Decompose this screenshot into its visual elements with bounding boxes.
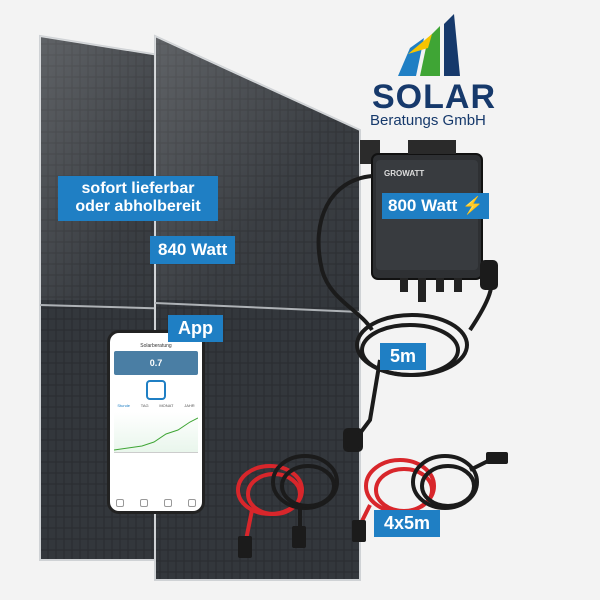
cable-length-badge: 5m: [380, 343, 427, 370]
availability-line-1: sofort lieferbar: [81, 180, 195, 197]
ac-cable-coil: [316, 174, 498, 452]
phone-energy-graph: [113, 412, 199, 453]
phone-period-tabs: Stunde TAG MONAT JAHR: [112, 403, 200, 408]
nav-device-icon: [140, 499, 148, 507]
phone-bottom-nav: [116, 499, 196, 507]
logo-wordmark: SOLAR: [372, 78, 496, 116]
inverter-icon: [146, 380, 166, 400]
phone-app-title: Solarberatung: [140, 343, 172, 349]
panel-power-badge: 840 Watt: [150, 236, 236, 264]
company-logo: [398, 14, 460, 76]
inverter-power-badge: 800 Watt ⚡: [382, 193, 490, 219]
phone-tab: MONAT: [159, 403, 174, 408]
phone-house-image: 0.7: [114, 351, 198, 375]
availability-line-2: oder abholbereit: [75, 198, 201, 216]
inverter-brand: GROWATT: [384, 169, 424, 178]
app-badge: App: [168, 315, 223, 342]
availability-badge: sofort lieferbar oder abholbereit: [58, 176, 218, 221]
phone-app-screenshot: Solarberatung 0.7 Stunde TAG MONAT JAHR: [107, 330, 205, 514]
solar-panel-right: [154, 34, 361, 581]
micro-inverter: GROWATT: [360, 140, 483, 302]
phone-tab: TAG: [140, 403, 149, 408]
extension-cable-badge: 4x5m: [374, 510, 441, 537]
lightning-icon: ⚡: [462, 196, 484, 215]
nav-home-icon: [116, 499, 124, 507]
phone-tab: Stunde: [117, 403, 131, 408]
graph-line-icon: [113, 417, 199, 451]
inverter-power-label: 800 Watt: [388, 196, 458, 215]
phone-tab: JAHR: [184, 403, 195, 408]
logo-subtitle: Beratungs GmbH: [370, 112, 486, 129]
phone-power-value: 0.7: [149, 358, 163, 368]
nav-stats-icon: [164, 499, 172, 507]
extension-cables-left: [236, 454, 339, 558]
nav-profile-icon: [188, 499, 196, 507]
